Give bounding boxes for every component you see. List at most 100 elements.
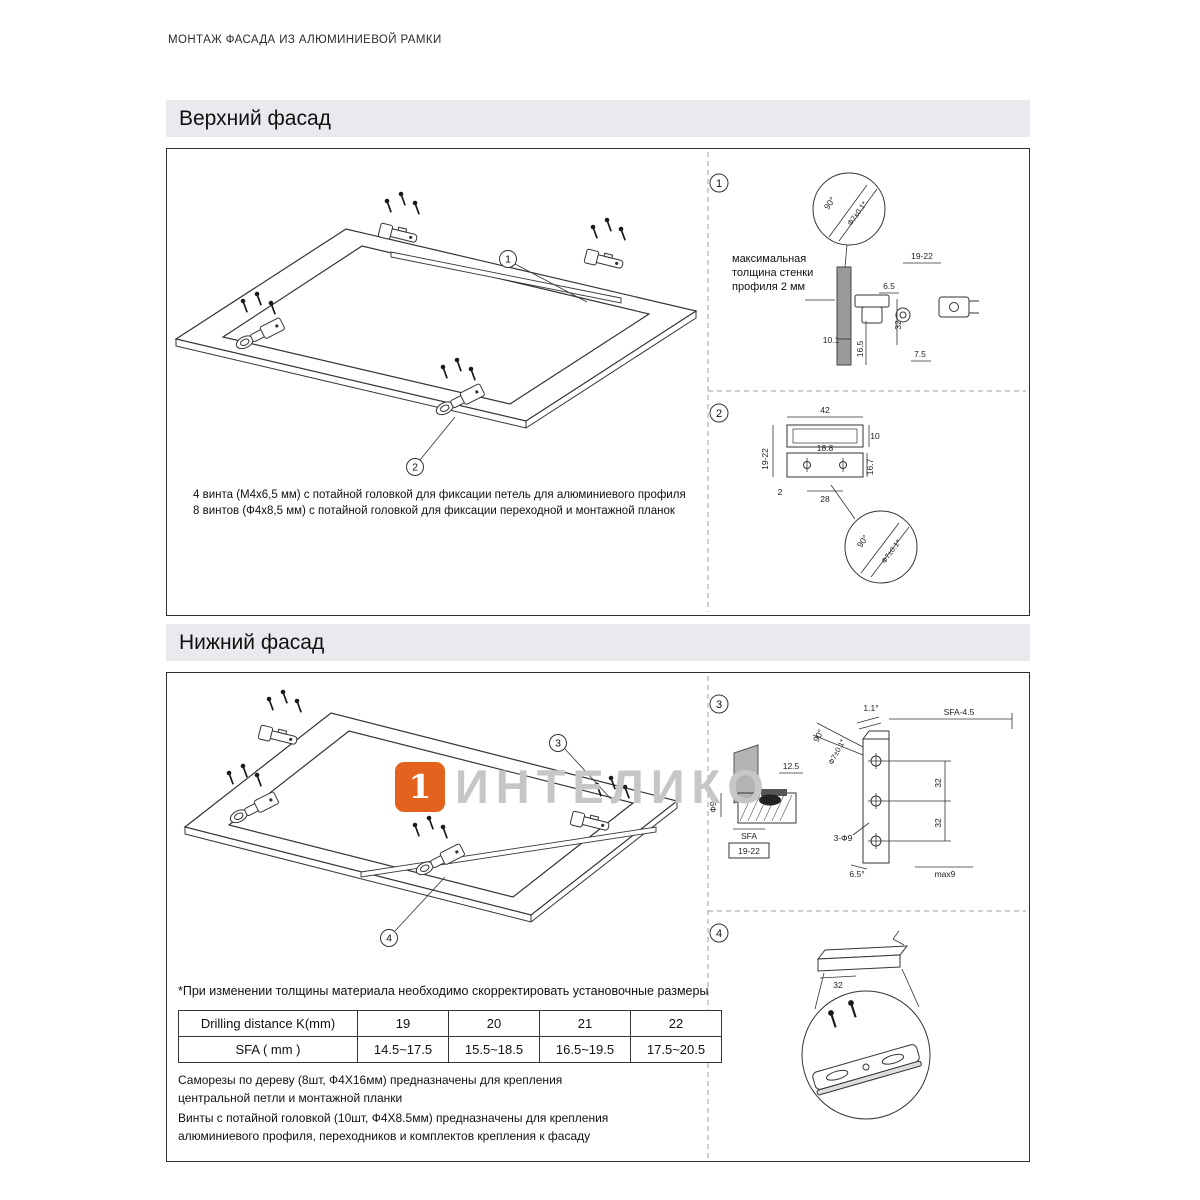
note-line: 8 винтов (Ф4х8,5 мм) с потайной головкой… bbox=[193, 505, 675, 517]
screw-icon bbox=[383, 197, 395, 214]
mounting-plate-side-view bbox=[862, 730, 890, 864]
hinge-cross-section bbox=[854, 294, 979, 324]
table-cell: 22 bbox=[630, 1010, 722, 1037]
dim-6-5: 6.5 bbox=[883, 281, 895, 291]
screw-icon bbox=[239, 762, 251, 779]
dim-d9: Ф9 bbox=[708, 801, 718, 812]
panel-divider-lines bbox=[707, 676, 1026, 1158]
hinge-arm bbox=[761, 789, 787, 796]
page-title: МОНТАЖ ФАСАДА ИЗ АЛЮМИНИЕВОЙ РАМКИ bbox=[168, 34, 442, 46]
detail-2-number: 2 bbox=[716, 408, 722, 420]
adapter-plate-top-view bbox=[786, 424, 864, 448]
table-cell: 17.5~20.5 bbox=[630, 1036, 722, 1063]
detail-3-number: 3 bbox=[716, 699, 722, 711]
note-line: 4 винта (М4х6,5 мм) с потайной головкой … bbox=[193, 489, 686, 501]
table-cell: 16.5~19.5 bbox=[539, 1036, 631, 1063]
panel-divider-lines bbox=[707, 152, 1026, 612]
plate-bar-front bbox=[817, 954, 901, 972]
screw-icon bbox=[411, 199, 423, 216]
mounting-bar bbox=[390, 251, 622, 304]
dim-12-5: 12.5 bbox=[783, 761, 800, 771]
dim-19-22: 19-22 bbox=[911, 251, 933, 261]
screw-icon bbox=[617, 225, 629, 242]
dim-10-1: 10.1 bbox=[823, 335, 840, 345]
section-title-bottom: Нижний фасад bbox=[179, 630, 325, 654]
top-facade-panel: 1 2 1 90° Ф7±0.1* максимальная толщина с… bbox=[166, 148, 1030, 616]
magnifier-circle bbox=[844, 510, 918, 584]
wood-panel bbox=[733, 744, 759, 804]
section-header-top: Верхний фасад bbox=[166, 100, 1030, 137]
dim-32: 32 bbox=[893, 320, 903, 330]
section-header-bottom: Нижний фасад bbox=[166, 624, 1030, 661]
dim-countersink: Ф7±0.1* bbox=[845, 200, 868, 227]
screw-icon bbox=[279, 688, 291, 705]
dim-19-22: 19-22 bbox=[760, 448, 770, 470]
dim-7-5: 7.5 bbox=[914, 349, 926, 359]
dim-countersink: Ф7±0.1* bbox=[879, 538, 902, 565]
dim-19-22: 19-22 bbox=[738, 846, 760, 856]
callout-3-number: 3 bbox=[555, 738, 561, 750]
table-cell: SFA ( mm ) bbox=[178, 1036, 358, 1063]
frame-isometric-top bbox=[174, 228, 698, 429]
dim-32: 32 bbox=[933, 778, 943, 788]
dim-angle-90: 90° bbox=[855, 533, 871, 549]
hinge-cup bbox=[759, 794, 781, 806]
screw-icon bbox=[826, 1008, 840, 1030]
callout-4-number: 4 bbox=[386, 933, 392, 945]
callout-3: 3 bbox=[549, 734, 612, 800]
dim-16-5: 16.5 bbox=[855, 340, 865, 357]
callout-1-number: 1 bbox=[505, 254, 511, 266]
wall-note-line: максимальная bbox=[732, 253, 806, 265]
dim-16-7: 16.7 bbox=[865, 458, 875, 475]
screw-icon bbox=[589, 223, 601, 240]
table-cell: 14.5~17.5 bbox=[357, 1036, 449, 1063]
mounting-plate-isometric bbox=[812, 1044, 922, 1096]
dim-32: 32 bbox=[833, 980, 843, 990]
detail-3: 3 1.1° bbox=[708, 694, 1013, 879]
magnifier-circle bbox=[812, 172, 886, 246]
table-cell: 21 bbox=[539, 1010, 631, 1037]
section-title-top: Верхний фасад bbox=[179, 106, 331, 130]
dim-angle-90: 90° bbox=[811, 728, 826, 744]
screw-icon bbox=[293, 697, 305, 714]
dim-32: 32 bbox=[933, 818, 943, 828]
screw-icon bbox=[225, 769, 237, 786]
screw-icon bbox=[265, 695, 277, 712]
dim-angle-6-5: 6.5° bbox=[849, 869, 864, 879]
top-facade-notes: 4 винта (М4х6,5 мм) с потайной головкой … bbox=[193, 487, 893, 519]
detail-1: 1 90° Ф7±0.1* максимальная толщина стенк… bbox=[709, 172, 979, 366]
drilling-distance-table: Drilling distance K(mm) 19 20 21 22 SFA … bbox=[178, 1010, 722, 1063]
callout-2-number: 2 bbox=[412, 462, 418, 474]
clip-hinge-icon bbox=[583, 248, 625, 273]
dim-angle-1-1: 1.1° bbox=[863, 703, 878, 713]
adjust-note: *При изменении толщины материала необход… bbox=[178, 984, 709, 998]
dim-42: 42 bbox=[820, 405, 830, 415]
dim-max9: max9 bbox=[935, 869, 956, 879]
table-cell: 19 bbox=[357, 1010, 449, 1037]
profile-wall bbox=[836, 266, 852, 366]
screw-icon bbox=[846, 998, 860, 1020]
wall-note-line: толщина стенки bbox=[732, 267, 813, 279]
table-cell: Drilling distance K(mm) bbox=[178, 1010, 358, 1037]
bottom-facade-panel: 3 4 3 bbox=[166, 672, 1030, 1162]
dim-10: 10 bbox=[870, 431, 880, 441]
screw-note-2: Винты с потайной головкой (10шт, Ф4Х8.5м… bbox=[178, 1111, 609, 1143]
detail-1-number: 1 bbox=[716, 178, 722, 190]
mounting-plate-top-view bbox=[786, 452, 864, 478]
screw-icon bbox=[603, 216, 615, 233]
bottom-facade-drawing: 3 4 3 bbox=[183, 676, 1026, 1158]
wall-note-line: профиля 2 мм bbox=[732, 281, 805, 293]
magnifier-circle bbox=[801, 990, 931, 1120]
table-cell: 15.5~18.5 bbox=[448, 1036, 540, 1063]
detail-4: 4 32 bbox=[709, 923, 931, 1120]
table-header-row: Drilling distance K(mm) 19 20 21 22 bbox=[178, 1010, 722, 1037]
dim-angle-90: 90° bbox=[822, 195, 838, 211]
dim-18-8: 18.8 bbox=[817, 443, 834, 453]
dim-sfa-4-5: SFA-4.5 bbox=[944, 707, 975, 717]
screw-note-1: Саморезы по дереву (8шт, Ф4Х16мм) предна… bbox=[178, 1073, 563, 1105]
table-cell: 20 bbox=[448, 1010, 540, 1037]
detail-4-number: 4 bbox=[716, 928, 722, 940]
screw-notes: Саморезы по дереву (8шт, Ф4Х16мм) предна… bbox=[178, 1072, 630, 1148]
dim-3-d9: 3-Ф9 bbox=[834, 833, 853, 843]
